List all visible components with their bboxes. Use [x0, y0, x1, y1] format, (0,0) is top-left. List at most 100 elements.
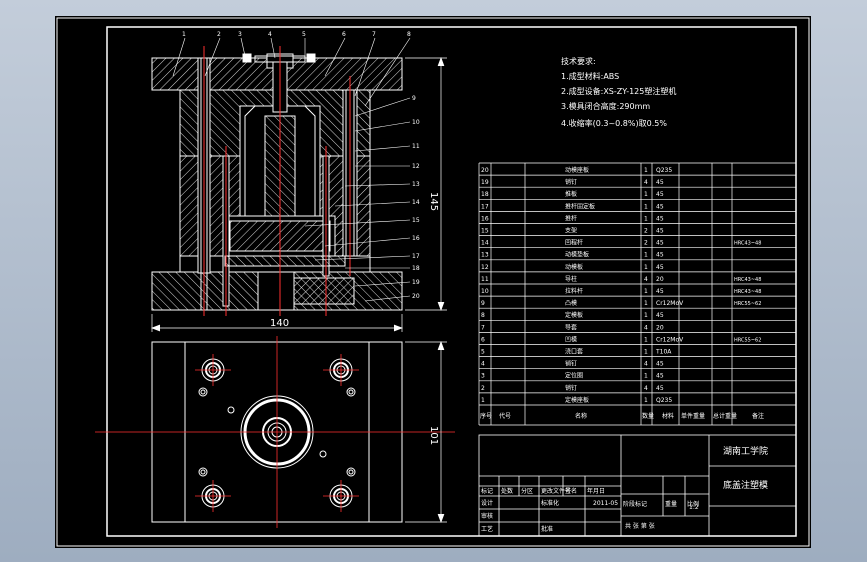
- balloon-16: 16: [412, 235, 420, 242]
- bom-row-qty: 1: [644, 373, 648, 380]
- dim-plan-text: 101: [428, 426, 439, 445]
- bom-row-material: 45: [656, 240, 664, 247]
- balloon-2: 2: [217, 31, 221, 38]
- balloon-7: 7: [372, 31, 376, 38]
- bom-row-no: 4: [481, 361, 485, 368]
- bom-row-qty: 1: [644, 191, 648, 198]
- bom-row-note: HRC43~48: [734, 289, 761, 295]
- tb-row-doc: 更改文件号: [541, 487, 571, 495]
- bom-row-name: 拉料杆: [565, 287, 583, 295]
- bom-row-qty: 4: [644, 324, 648, 331]
- bom-header-cell: 总计重量: [713, 412, 737, 420]
- balloon-3: 3: [238, 31, 242, 38]
- bom-row-no: 3: [481, 373, 485, 380]
- bom-row-qty: 4: [644, 361, 648, 368]
- bom-header-cell: 名称: [575, 412, 587, 420]
- balloon-9: 9: [412, 95, 416, 102]
- tb-row-count: 处数: [501, 487, 513, 495]
- bom-header-cell: 数量: [642, 412, 654, 420]
- bom-header-cell: 序号: [480, 412, 492, 420]
- balloon-12: 12: [412, 163, 420, 170]
- dim-height-text: 145: [428, 192, 439, 211]
- bom-row-qty: 1: [644, 336, 648, 343]
- tb-approve: 批准: [541, 525, 553, 533]
- balloon-17: 17: [412, 253, 420, 260]
- bom-row-material: Q235: [656, 167, 672, 174]
- bom-row-name: 销钉: [565, 360, 577, 368]
- bom-row-no: 12: [481, 264, 489, 271]
- bom-header-cell: 代号: [499, 412, 511, 420]
- bom-row-name: 定模座板: [565, 396, 589, 404]
- bom-row-material: 45: [656, 203, 664, 210]
- scale-value: 1:2: [689, 504, 699, 511]
- bom-header-cell: 单件重量: [681, 412, 705, 420]
- tb-standardize: 标准化: [541, 499, 559, 507]
- balloon-6: 6: [342, 31, 346, 38]
- balloon-11: 11: [412, 143, 420, 150]
- title-block: [478, 434, 797, 537]
- tb-review: 审核: [481, 512, 493, 520]
- bom-row-name: 销钉: [565, 384, 577, 392]
- bom-row-qty: 1: [644, 312, 648, 319]
- part-name: 底盖注塑模: [723, 479, 768, 491]
- bom-row-material: Cr12MoV: [656, 336, 684, 343]
- bom-row-name: 导柱: [565, 275, 577, 283]
- bom-row-no: 6: [481, 336, 485, 343]
- tb-design: 设计: [481, 499, 493, 507]
- bom-row-no: 5: [481, 349, 485, 356]
- bom-row-qty: 2: [644, 240, 648, 247]
- bom-row-note: HRC43~48: [734, 241, 761, 247]
- bom-row-material: Q235: [656, 397, 672, 404]
- tb-row-mark: 标记: [481, 487, 493, 495]
- bom-row-note: HRC55~62: [734, 337, 761, 343]
- bom-row-no: 9: [481, 300, 485, 307]
- bom-row-name: 定位圈: [565, 372, 583, 380]
- bom-row-material: 45: [656, 215, 664, 222]
- bom-row-no: 16: [481, 215, 489, 222]
- bom-row-name: 动模垫板: [565, 251, 589, 259]
- balloon-10: 10: [412, 119, 420, 126]
- tech-line-4: 4.收缩率(0.3~0.8%)取0.5%: [561, 118, 667, 128]
- bom-row-no: 19: [481, 179, 489, 186]
- bom-row-name: 动模座板: [565, 166, 589, 174]
- drawing-canvas[interactable]: 1 2 3 4 5 6 7 8 9 10 11 12 13 14 15 16 1…: [55, 16, 811, 548]
- drawing-svg: 1 2 3 4 5 6 7 8 9 10 11 12 13 14 15 16 1…: [56, 17, 810, 547]
- school-name: 湖南工学院: [723, 445, 768, 457]
- balloon-8: 8: [407, 31, 411, 38]
- tb-stage: 阶段标记: [623, 500, 647, 508]
- bom-row-material: 20: [656, 324, 664, 331]
- dim-width: [151, 314, 403, 332]
- bom-row-material: 45: [656, 385, 664, 392]
- bom-row-no: 13: [481, 252, 489, 259]
- bom-row-note: HRC43~48: [734, 277, 761, 283]
- bom-row-name: 推杆: [565, 214, 577, 222]
- bom-row-name: 支架: [565, 227, 577, 235]
- balloon-labels: 1 2 3 4 5 6 7 8 9 10 11 12 13 14 15 16 1…: [182, 31, 420, 300]
- bom-row-no: 1: [481, 397, 485, 404]
- tech-title: 技术要求:: [561, 56, 596, 66]
- bom-row-no: 17: [481, 203, 489, 210]
- dim-plan: [405, 341, 447, 523]
- balloon-18: 18: [412, 265, 420, 272]
- bom-row-no: 7: [481, 324, 485, 331]
- tech-line-1: 1.成型材料:ABS: [561, 71, 619, 81]
- bom-row-material: 45: [656, 179, 664, 186]
- plan-centerlines: [95, 336, 455, 528]
- tb-row-zone: 分区: [521, 487, 533, 495]
- bom-header-cell: 备注: [752, 412, 764, 420]
- tech-line-3: 3.模具闭合高度:290mm: [561, 101, 650, 111]
- bom-row-material: T10A: [655, 349, 672, 356]
- balloon-14: 14: [412, 199, 420, 206]
- bom-row-no: 15: [481, 228, 489, 235]
- tb-row-sign: 签名: [565, 487, 577, 495]
- bom-row-name: 销钉: [565, 178, 577, 186]
- bom-row-name: 凹模: [565, 335, 577, 343]
- tb-process: 工艺: [481, 525, 493, 533]
- bom-row-qty: 1: [644, 252, 648, 259]
- bom-row-name: 浇口套: [565, 348, 583, 356]
- bom-row-qty: 1: [644, 397, 648, 404]
- bom-row-name: 回程杆: [565, 239, 583, 247]
- balloon-19: 19: [412, 279, 420, 286]
